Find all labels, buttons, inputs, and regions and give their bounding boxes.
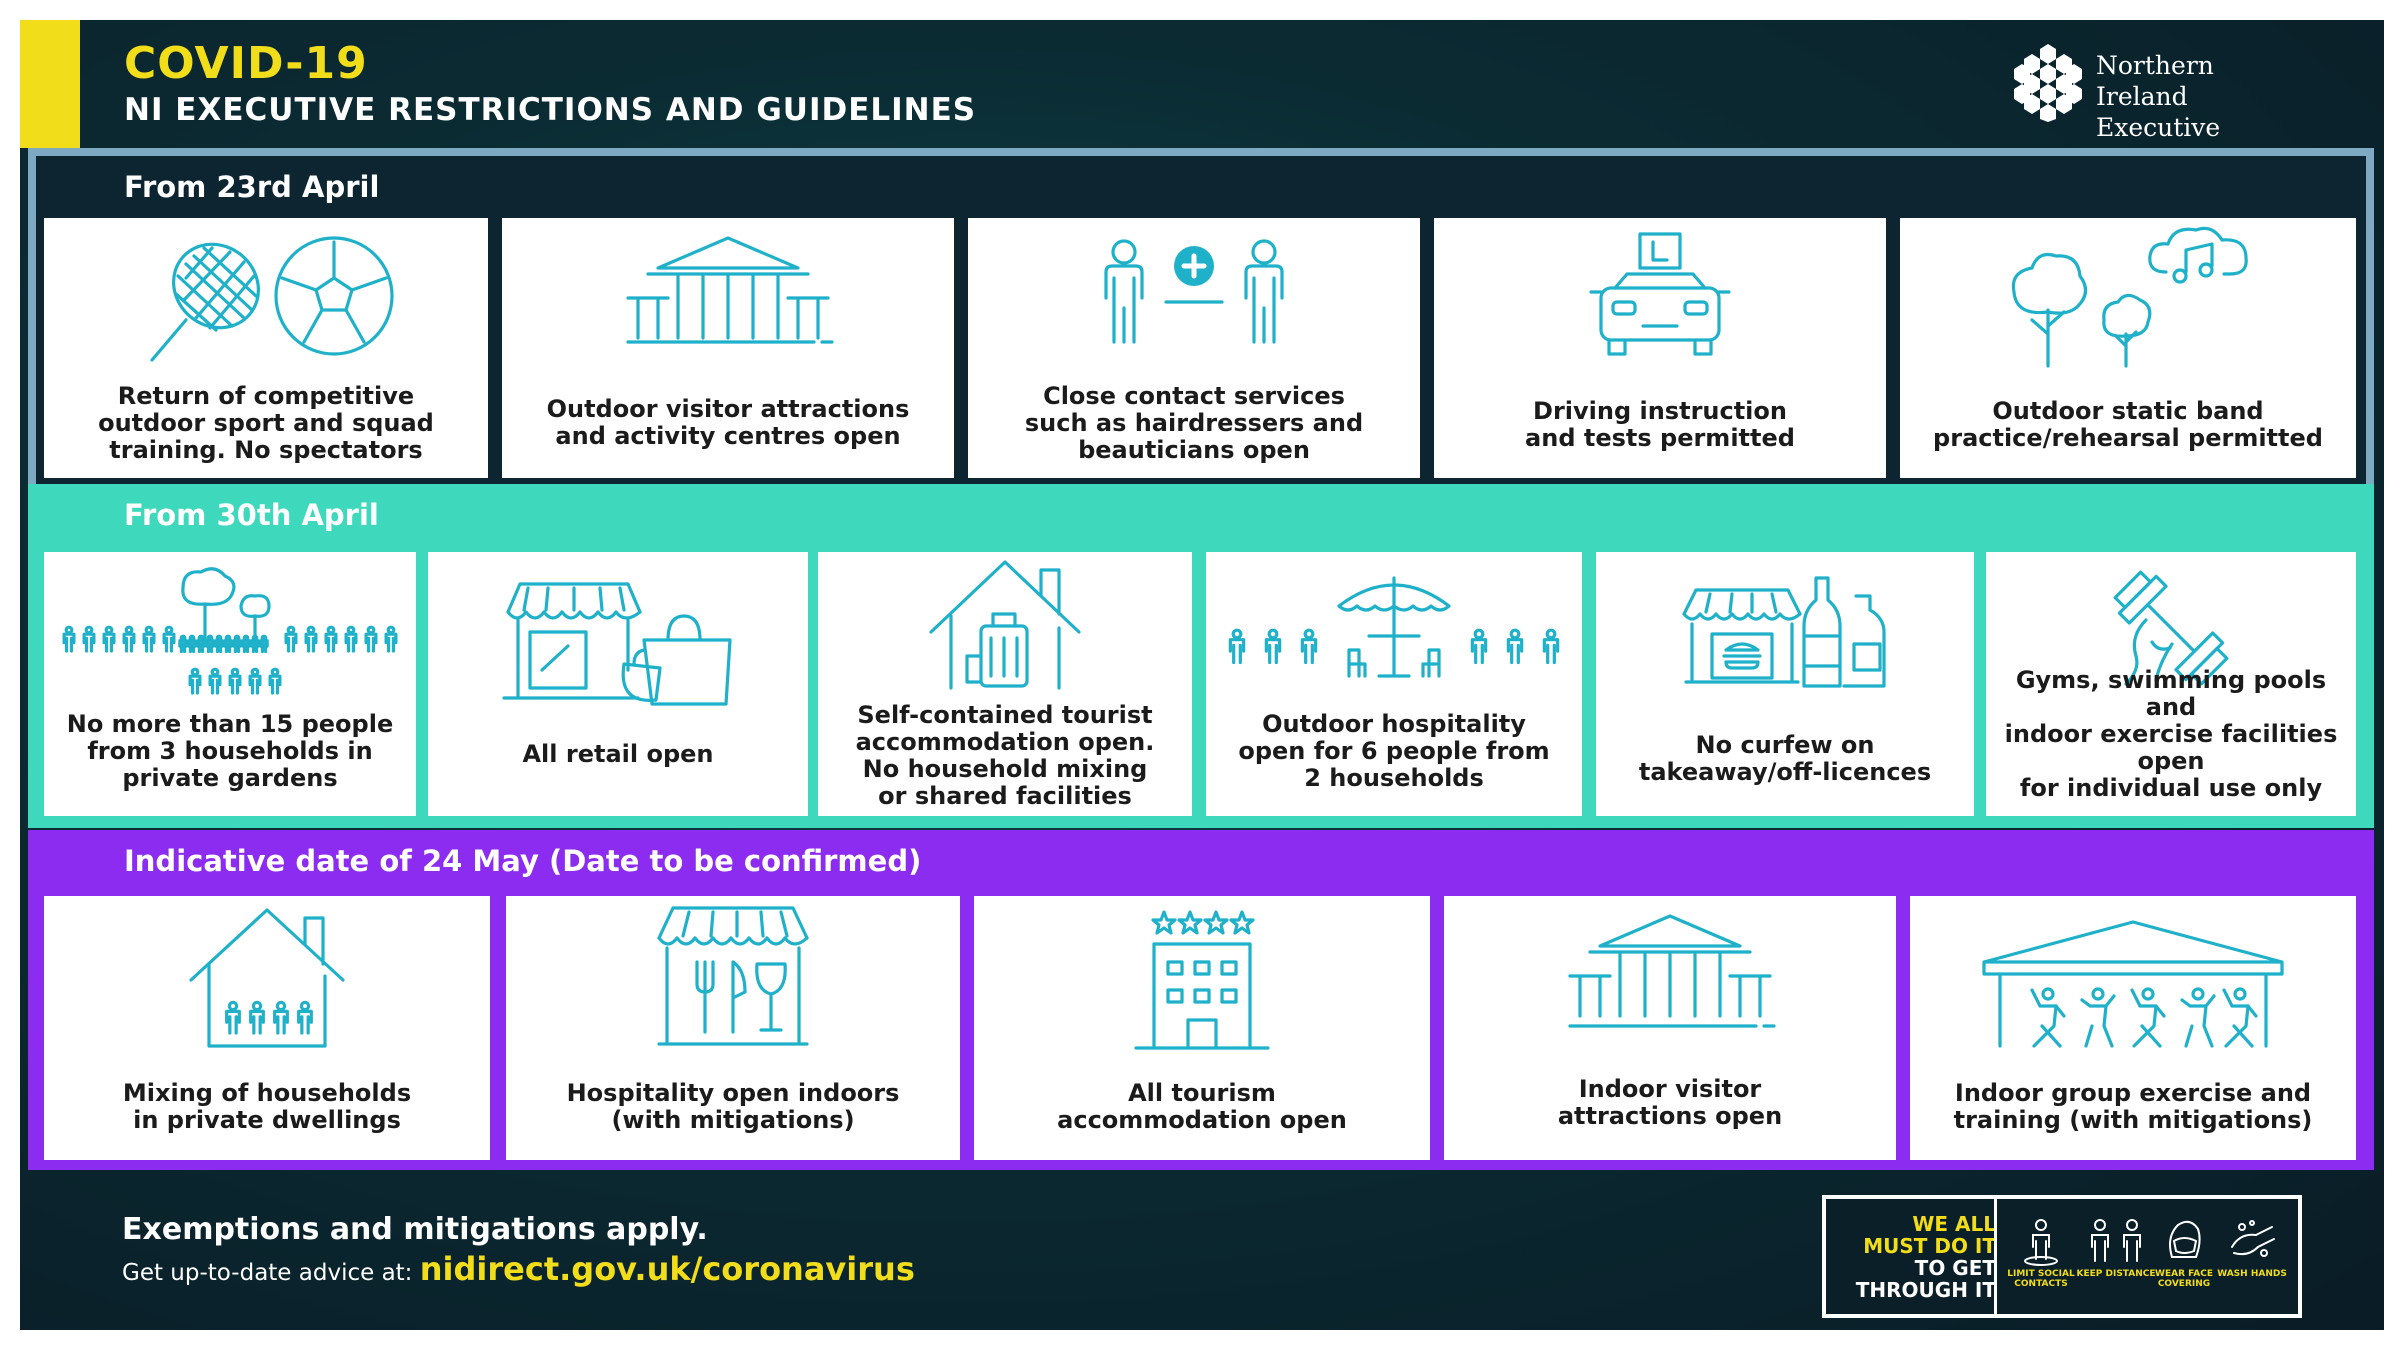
- card-label: All tourism accommodation open: [1057, 1079, 1347, 1134]
- card-outdoor-hospitality: Outdoor hospitality open for 6 people fr…: [1206, 552, 1582, 816]
- hotel-icon: [1134, 910, 1270, 1050]
- card-label: Outdoor visitor attractions and activity…: [546, 395, 910, 450]
- card-indoor-attractions: Indoor visitor attractions open: [1444, 896, 1896, 1160]
- page-title: COVID-19: [124, 38, 368, 89]
- badge-keep-distance: KEEP DISTANCE: [2076, 1269, 2156, 1279]
- trees-music-icon: [2011, 226, 2248, 368]
- learner-car-icon: [1589, 232, 1731, 356]
- card-mixing-households: Mixing of households in private dwelling…: [44, 896, 490, 1160]
- footer-heading: Exemptions and mitigations apply.: [122, 1212, 708, 1247]
- garden-people-icon: [62, 567, 398, 695]
- card-label: Outdoor static band practice/rehearsal p…: [1933, 397, 2323, 452]
- card-close-contact: Close contact services such as hairdress…: [968, 218, 1420, 478]
- advice-prefix: Get up-to-date advice at:: [122, 1260, 413, 1286]
- house-people-icon: [189, 908, 345, 1048]
- card-label: Indoor group exercise and training (with…: [1953, 1079, 2313, 1134]
- header-accent-bar: [20, 20, 80, 148]
- card-label: Mixing of households in private dwelling…: [122, 1079, 412, 1134]
- badge-slogan: WE ALL MUST DO IT TO GET THROUGH IT: [1855, 1212, 1996, 1302]
- two-people-icon: [2091, 1219, 2141, 1262]
- card-label: Hospitality open indoors (with mitigatio…: [566, 1079, 900, 1134]
- card-outdoor-sport: Return of competitive outdoor sport and …: [44, 218, 488, 478]
- card-all-retail: All retail open: [428, 552, 808, 816]
- card-label: Gyms, swimming pools and indoor exercise…: [2004, 666, 2338, 802]
- pavilion-icon: [1568, 914, 1776, 1028]
- badge-divider: [1994, 1199, 1997, 1314]
- pavilion-icon: [626, 236, 834, 344]
- restaurant-icon: [657, 906, 809, 1046]
- card-label: Self-contained tourist accommodation ope…: [855, 701, 1155, 810]
- card-label: All retail open: [522, 740, 714, 768]
- card-driving: Driving instruction and tests permitted: [1434, 218, 1886, 478]
- card-label: Return of competitive outdoor sport and …: [98, 382, 434, 464]
- section-heading: From 30th April: [124, 498, 379, 532]
- card-tourist-accommodation: Self-contained tourist accommodation ope…: [818, 552, 1192, 816]
- card-indoor-group-exercise: Indoor group exercise and training (with…: [1910, 896, 2356, 1160]
- section-heading: From 23rd April: [124, 170, 380, 204]
- badge-limit-social-contacts: LIMIT SOCIAL CONTACTS: [2007, 1269, 2075, 1289]
- card-tourism-accommodation: All tourism accommodation open: [974, 896, 1430, 1160]
- card-gyms: Gyms, swimming pools and indoor exercise…: [1986, 552, 2356, 816]
- face-covering-icon: [2169, 1220, 2201, 1258]
- dumbbell-icon: [2113, 570, 2229, 686]
- card-label: Outdoor hospitality open for 6 people fr…: [1238, 710, 1550, 792]
- house-suitcase-icon: [929, 560, 1081, 690]
- takeaway-bottles-icon: [1682, 576, 1886, 688]
- person-circle-icon: [2024, 1219, 2058, 1266]
- card-label: Driving instruction and tests permitted: [1525, 397, 1795, 452]
- card-hospitality-indoors: Hospitality open indoors (with mitigatio…: [506, 896, 960, 1160]
- section-heading: Indicative date of 24 May (Date to be co…: [124, 844, 922, 878]
- badge-wash-hands: WASH HANDS: [2217, 1269, 2287, 1279]
- card-no-curfew: No curfew on takeaway/off-licences: [1596, 552, 1974, 816]
- hexagon-cluster-icon: [2014, 44, 2082, 122]
- close-contact-icon: [1104, 239, 1284, 344]
- parasol-table-icon: [1228, 576, 1560, 678]
- ni-executive-logo: Northern Ireland Executive: [2010, 40, 2310, 142]
- card-private-gardens: No more than 15 people from 3 households…: [44, 552, 416, 816]
- card-label: Indoor visitor attractions open: [1557, 1075, 1783, 1130]
- nidirect-link[interactable]: nidirect.gov.uk/coronavirus: [419, 1250, 915, 1288]
- card-label: Close contact services such as hairdress…: [1024, 382, 1364, 464]
- shop-bag-icon: [502, 582, 732, 706]
- we-all-must-do-it-badge: WE ALL MUST DO IT TO GET THROUGH IT LIMI…: [1822, 1195, 2302, 1318]
- card-label: No curfew on takeaway/off-licences: [1638, 731, 1932, 786]
- footer-advice: Get up-to-date advice at: nidirect.gov.u…: [122, 1250, 915, 1288]
- card-label: No more than 15 people from 3 households…: [66, 710, 394, 792]
- tennis-football-icon: [150, 236, 394, 362]
- card-band-practice: Outdoor static band practice/rehearsal p…: [1900, 218, 2356, 478]
- badge-wear-face-covering: WEAR FACE COVERING: [2155, 1269, 2213, 1289]
- page-subtitle: NI EXECUTIVE RESTRICTIONS AND GUIDELINES: [124, 92, 977, 128]
- card-outdoor-attractions: Outdoor visitor attractions and activity…: [502, 218, 954, 478]
- wash-hands-icon: [2231, 1220, 2275, 1257]
- logo-text: Northern Ireland Executive: [2096, 51, 2221, 142]
- section-from-30-april: From 30th April: [28, 484, 2374, 828]
- group-exercise-icon: [1982, 920, 2284, 1048]
